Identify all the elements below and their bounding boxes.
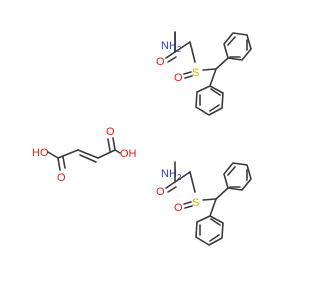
bond xyxy=(227,36,236,46)
bond xyxy=(189,171,196,193)
bond xyxy=(210,218,221,226)
sulfur-label: S xyxy=(192,197,199,209)
phenyl-ring xyxy=(223,162,252,191)
bond xyxy=(202,198,217,201)
bond xyxy=(112,137,116,151)
bond xyxy=(107,138,111,152)
bond xyxy=(209,104,220,112)
bond xyxy=(215,57,229,70)
carbonyl-oxygen-label: O xyxy=(156,186,165,198)
bond xyxy=(227,166,236,176)
bond xyxy=(189,41,196,63)
sulfoxide-oxygen-label: O xyxy=(174,202,183,214)
bond xyxy=(97,149,116,159)
bond xyxy=(209,234,220,242)
bond xyxy=(174,171,191,183)
carbonyl-oxygen-label-right: O xyxy=(106,126,115,138)
phenyl-ring xyxy=(195,215,224,246)
sulfoxide-oxygen-label: O xyxy=(174,72,183,84)
modafinil-molecule-top: NH2 O S O xyxy=(156,31,252,116)
bond xyxy=(165,51,176,59)
bond xyxy=(79,154,97,163)
hydroxyl-label-left: HO xyxy=(32,147,49,159)
bond xyxy=(57,149,79,159)
bond xyxy=(183,201,192,205)
amine-label: NH2 xyxy=(161,40,182,54)
sulfur-label: S xyxy=(192,67,199,79)
bond xyxy=(174,41,191,53)
chemical-structure-diagram: NH2 O S O HO xyxy=(32,31,252,246)
amine-label: NH2 xyxy=(161,168,182,182)
bond xyxy=(47,151,59,159)
bond xyxy=(184,205,193,209)
bond xyxy=(57,157,61,171)
bond xyxy=(209,198,217,217)
bond xyxy=(167,186,177,193)
bond xyxy=(215,187,229,200)
phenyl-ring xyxy=(195,85,224,116)
bond xyxy=(184,75,193,79)
hydroxyl-label-right: OH xyxy=(120,148,137,160)
bond xyxy=(165,181,176,189)
bond xyxy=(114,149,121,154)
carbonyl-oxygen-label-left: O xyxy=(57,172,66,184)
bond xyxy=(167,56,177,63)
carbonyl-oxygen-label: O xyxy=(156,56,165,68)
fumaric-acid-molecule: HO O OH O xyxy=(32,126,137,184)
bond xyxy=(210,88,221,96)
bond xyxy=(209,68,217,87)
bond xyxy=(202,68,217,71)
modafinil-molecule-bottom: NH2 O S O xyxy=(156,161,252,246)
phenyl-ring xyxy=(223,32,252,61)
bond xyxy=(77,149,99,159)
bond xyxy=(62,156,66,169)
bond xyxy=(183,71,192,75)
